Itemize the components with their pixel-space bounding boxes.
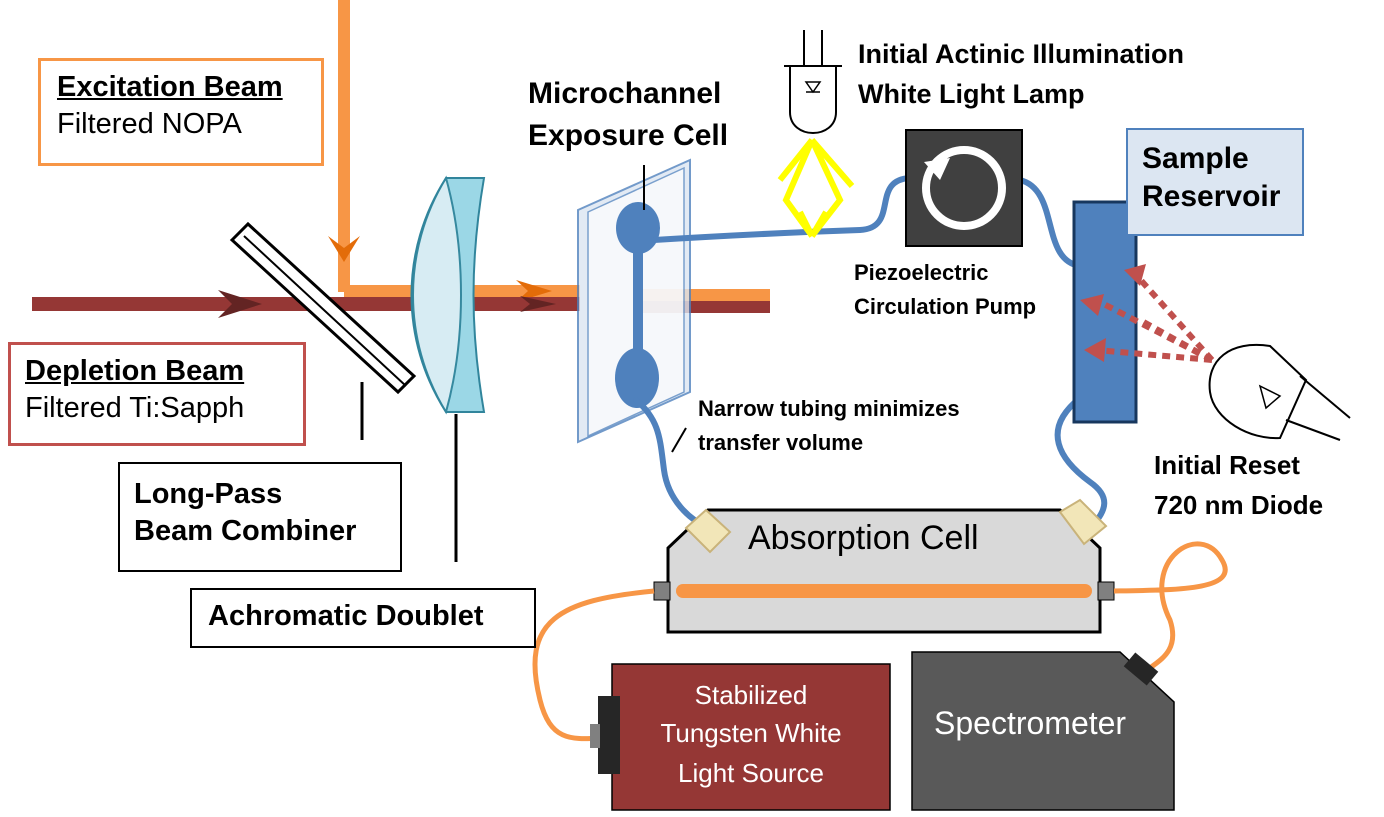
diode-red-rays [1094,266,1215,363]
actinic-label-2: White Light Lamp [858,79,1085,109]
actinic-label-1: Initial Actinic Illumination [858,39,1185,69]
absorption-cell-label: Absorption Cell [748,519,979,557]
source-label-1: Stabilized [694,680,808,710]
reservoir-line-1: Sample [1142,142,1249,175]
achromatic-label: Achromatic Doublet [190,588,536,648]
depletion-title: Depletion Beam [25,355,245,387]
depletion-beam-label: Depletion Beam Filtered Ti:Sapph [8,342,306,446]
optical-fibers [532,541,1228,742]
sample-reservoir [1072,200,1138,424]
reset-label-1: Initial Reset [1154,450,1300,480]
tubing-note-1: Narrow tubing minimizes [698,396,960,421]
excitation-beam-label: Excitation Beam Filtered NOPA [38,58,324,166]
tubing-note-2: transfer volume [698,430,864,455]
source-label-3: Light Source [678,758,824,788]
long-pass-line-1: Long-Pass [134,478,283,510]
long-pass-beam-combiner [229,221,417,440]
piezoelectric-pump [905,129,1023,247]
microchannel-label-2: Exposure Cell [528,119,729,152]
long-pass-line-2: Beam Combiner [134,515,357,547]
tungsten-light-source [590,663,891,811]
pump-label-1: Piezoelectric [854,260,989,285]
reservoir-label: Sample Reservoir [1126,128,1304,236]
absorption-cell [653,498,1115,634]
lamp-light-rays [777,138,855,238]
spectrometer [911,651,1175,811]
excitation-beam [328,0,770,302]
reset-diode-icon [1208,343,1351,441]
tubing-pointer [671,427,687,453]
microchannel-label-1: Microchannel [528,77,722,110]
excitation-title: Excitation Beam [57,71,283,103]
reservoir-line-2: Reservoir [1142,180,1281,213]
source-label-2: Tungsten White [660,718,842,748]
microchannel-exposure-cell [577,158,691,444]
pump-label-2: Circulation Pump [854,294,1037,319]
long-pass-label: Long-Pass Beam Combiner [118,462,402,572]
spectrometer-label: Spectrometer [934,705,1127,741]
achromatic-doublet [410,175,486,562]
achromatic-text: Achromatic Doublet [208,600,484,632]
diode-ray-arrowheads [1080,264,1146,362]
depletion-subtitle: Filtered Ti:Sapph [25,392,245,424]
white-light-lamp-icon [784,30,842,134]
excitation-subtitle: Filtered NOPA [57,108,242,140]
reset-label-2: 720 nm Diode [1154,490,1324,520]
